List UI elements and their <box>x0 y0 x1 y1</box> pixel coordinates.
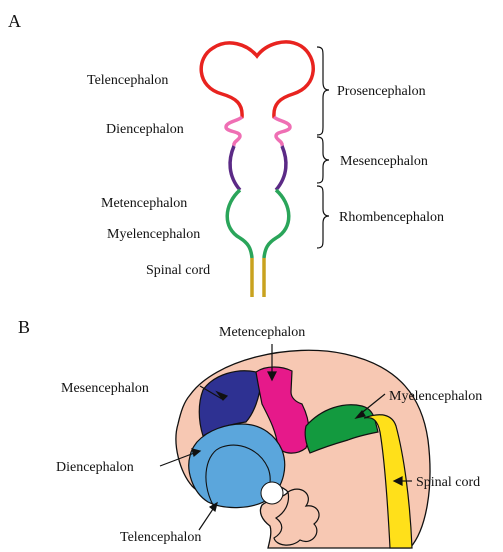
label-b-mesencephalon: Mesencephalon <box>61 381 149 396</box>
panel-b-letter: B <box>18 317 30 337</box>
mesencephalon-vesicle-left <box>230 146 240 190</box>
label-b-metencephalon: Metencephalon <box>219 325 305 340</box>
label-b-spinal-cord: Spinal cord <box>416 475 480 490</box>
diencephalon-vesicle-right <box>274 117 290 146</box>
label-b-diencephalon: Diencephalon <box>56 460 134 475</box>
label-a-telencephalon: Telencephalon <box>87 73 168 88</box>
label-a-prosencephalon: Prosencephalon <box>337 84 426 99</box>
label-b-myelencephalon: Myelencephalon <box>389 389 482 404</box>
telencephalon-vesicle <box>201 42 313 117</box>
rhombencephalon-vesicle-right <box>264 190 289 258</box>
label-b-telencephalon: Telencephalon <box>120 530 201 545</box>
mesencephalon-vesicle-right <box>276 146 286 190</box>
label-a-rhombencephalon: Rhombencephalon <box>339 210 444 225</box>
panel-a-letter: A <box>8 11 21 31</box>
brace-group <box>317 47 329 248</box>
label-a-mesencephalon: Mesencephalon <box>340 154 428 169</box>
label-a-diencephalon: Diencephalon <box>106 122 184 137</box>
rhombencephalon-vesicle-left <box>227 190 252 258</box>
label-a-metencephalon: Metencephalon <box>101 196 187 211</box>
neural-tube-diagram <box>201 42 313 297</box>
optic-eye <box>261 482 283 504</box>
diencephalon-vesicle-left <box>226 117 242 146</box>
label-a-myelencephalon: Myelencephalon <box>107 227 200 242</box>
brace-rhombencephalon <box>317 186 329 248</box>
embryo-brain-diagram <box>176 350 430 548</box>
label-a-spinal-cord: Spinal cord <box>146 263 210 278</box>
brace-prosencephalon <box>317 47 329 135</box>
brace-mesencephalon <box>317 137 329 183</box>
